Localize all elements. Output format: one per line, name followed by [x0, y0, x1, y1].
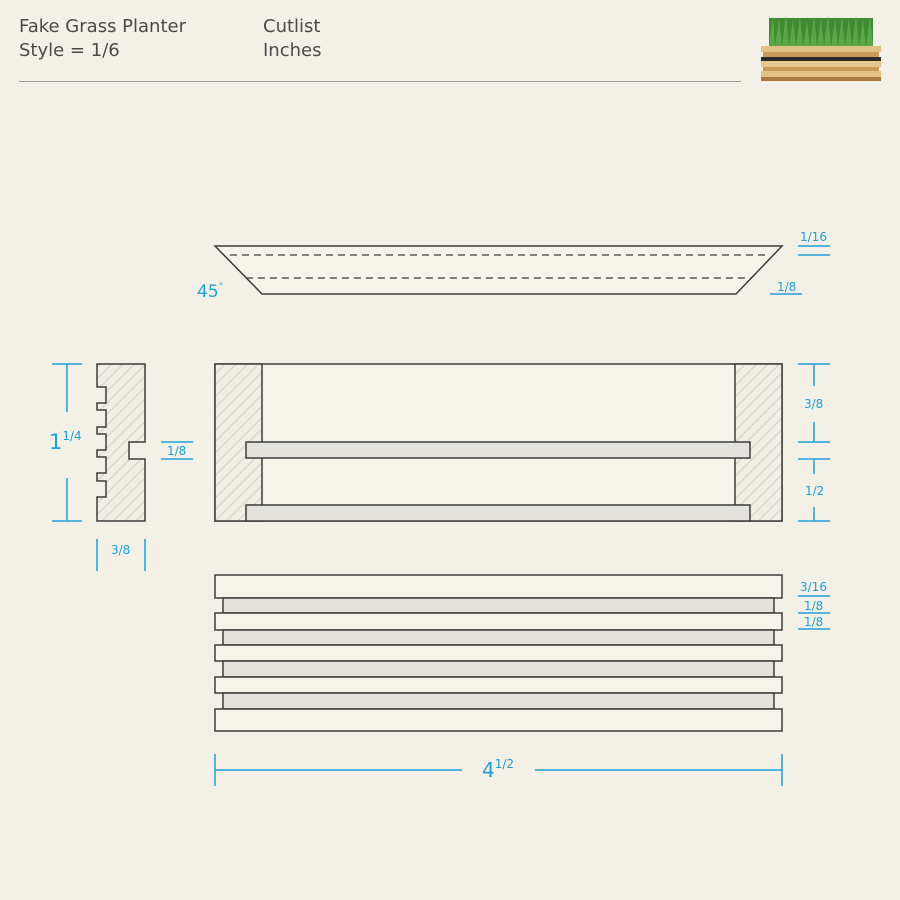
height-whole: 1: [49, 430, 62, 454]
slat-wide-5: [214, 708, 783, 732]
bottom-shelf: [245, 504, 751, 522]
slat-narrow-4: [222, 692, 775, 710]
lower-section-dimension: 1/2: [805, 484, 824, 498]
planter-photo-icon: [761, 15, 881, 81]
bevel-angle-label: 45°: [197, 282, 223, 302]
header-divider: [19, 81, 741, 82]
title-block: Fake Grass Planter Style = 1/6: [19, 15, 186, 63]
units-label: Inches: [263, 40, 322, 61]
slat-narrow-3: [222, 660, 775, 678]
slat-stack-view: [214, 574, 783, 732]
slat-narrow-1: [222, 597, 775, 614]
groove-depth-dimension: 1/8: [167, 444, 186, 458]
stack-gap-1-dimension: 1/8: [804, 599, 823, 613]
slat-wide-2: [214, 612, 783, 631]
length-fraction: 1/2: [495, 757, 514, 771]
section-dimension-marks: [798, 363, 830, 522]
profile-width-dimension: 3/8: [111, 543, 130, 557]
bevel-strip: [213, 245, 784, 295]
bevel-top-dimension: 1/16: [800, 230, 827, 244]
middle-shelf: [245, 441, 751, 459]
slat-wide-1: [214, 574, 783, 599]
upper-section-dimension: 3/8: [804, 397, 823, 411]
bevel-bottom-dimension: 1/8: [777, 280, 796, 294]
bevel-dimension-marks: [770, 245, 830, 295]
front-section-view: [214, 363, 783, 522]
height-dimension: 11/4: [49, 429, 82, 454]
height-fraction: 1/4: [62, 429, 81, 443]
slat-narrow-2: [222, 629, 775, 646]
length-whole: 4: [482, 758, 495, 782]
profile-dimension-marks: [52, 363, 193, 571]
stack-dimension-marks: [798, 595, 830, 630]
style-label: Style = 1/6: [19, 40, 120, 61]
bevel-top-view: [213, 245, 784, 295]
slat-wide-3: [214, 644, 783, 662]
bevel-angle-value: 45: [197, 282, 219, 302]
stack-gap-2-dimension: 1/8: [804, 615, 823, 629]
length-dimension-line: [214, 754, 783, 786]
stack-top-dimension: 3/16: [800, 580, 827, 594]
side-profile: [96, 363, 146, 522]
slat-wide-4: [214, 676, 783, 694]
document-info: Cutlist Inches: [263, 15, 321, 63]
planter-title: Fake Grass Planter: [19, 16, 186, 37]
document-type: Cutlist: [263, 16, 321, 37]
length-dimension: 41/2: [482, 757, 514, 782]
